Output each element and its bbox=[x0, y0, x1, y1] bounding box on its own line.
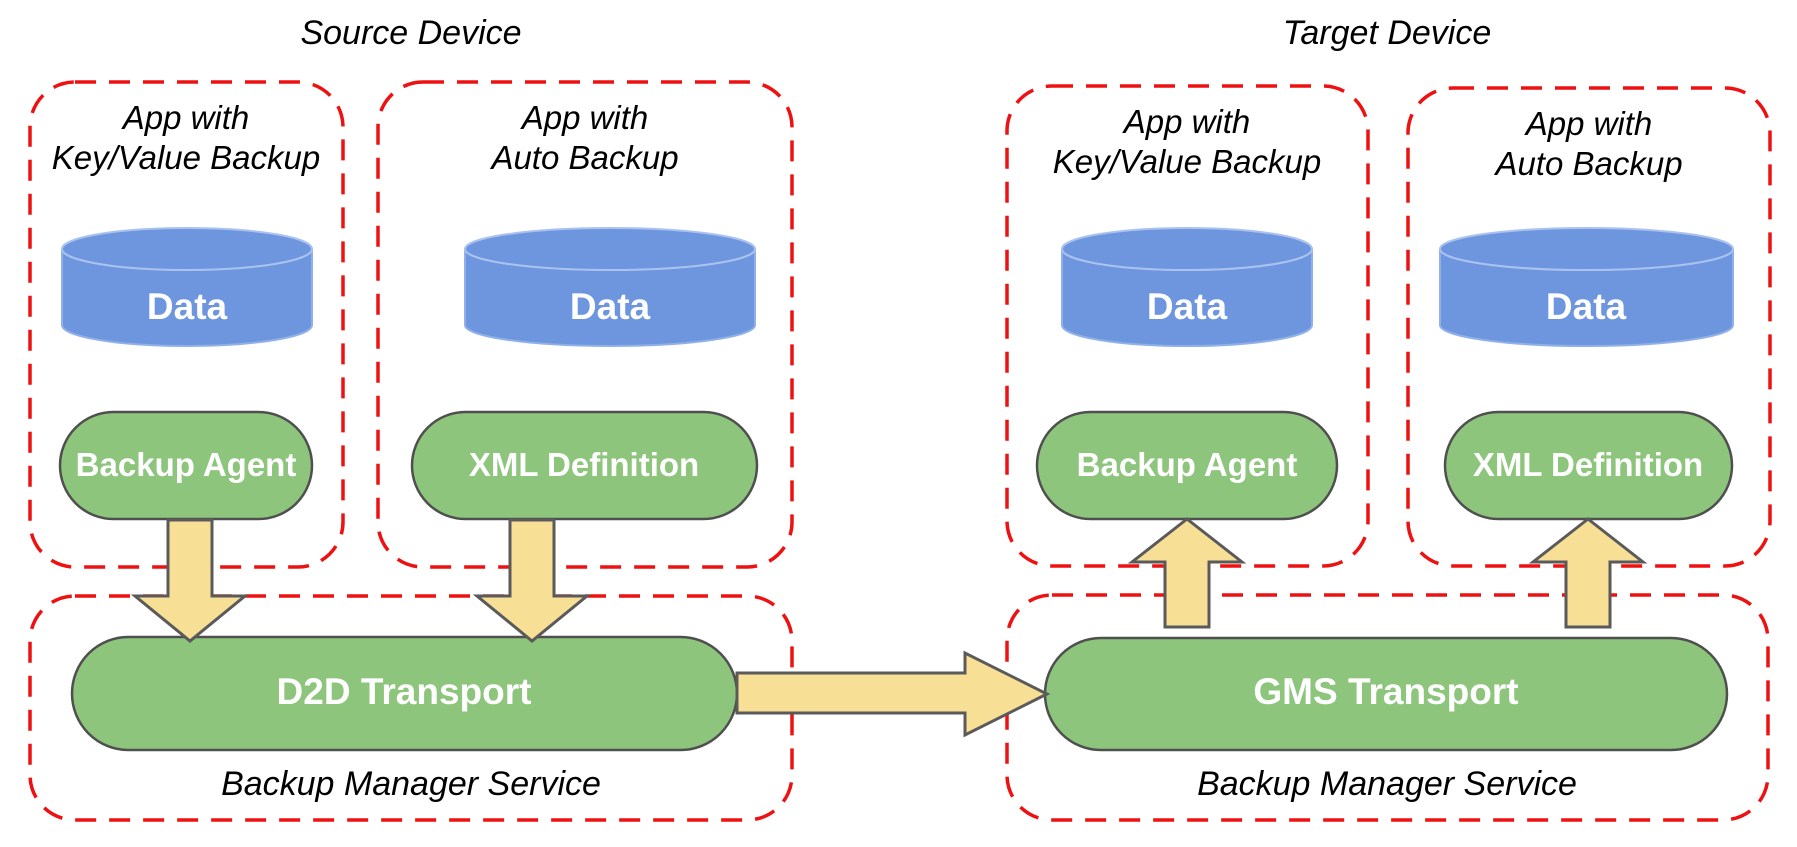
backup-agent-pill-label: Backup Agent bbox=[1076, 446, 1298, 483]
backup-manager-service-label: Backup Manager Service bbox=[1197, 765, 1577, 803]
app-title-line2: Auto Backup bbox=[491, 139, 679, 176]
up-arrow-gms-to-backup-agent bbox=[1127, 517, 1247, 629]
backup-agent-pill-label: Backup Agent bbox=[75, 446, 297, 483]
data-cylinder-source-auto bbox=[464, 227, 756, 347]
backup-manager-service-label: Backup Manager Service bbox=[221, 765, 601, 803]
app-title-line1: App with bbox=[1525, 105, 1653, 142]
app-title-line2: Auto Backup bbox=[1495, 145, 1683, 182]
data-cylinder-target-auto bbox=[1439, 227, 1734, 347]
up-arrow-gms-to-xml-definition bbox=[1528, 517, 1648, 629]
xml-definition-pill-label: XML Definition bbox=[1472, 446, 1704, 483]
app-title-line1: App with bbox=[1123, 103, 1251, 140]
app-title-line1: App with bbox=[122, 99, 250, 136]
gms-transport-label: GMS Transport bbox=[1253, 671, 1519, 712]
target-device-title: Target Device bbox=[1282, 14, 1492, 52]
d2d-transport-label: D2D Transport bbox=[276, 671, 532, 712]
data-cylinder-label: Data bbox=[569, 286, 651, 327]
data-cylinder-label: Data bbox=[1146, 286, 1228, 327]
app-box-source-auto bbox=[376, 80, 794, 569]
data-cylinder-source-keyvalue bbox=[61, 227, 313, 347]
xml-definition-pill-source bbox=[410, 410, 759, 521]
app-title-line2: Key/Value Backup bbox=[51, 139, 321, 176]
source-device-title: Source Device bbox=[300, 14, 522, 52]
data-cylinder-label: Data bbox=[146, 286, 228, 327]
down-arrow-xml-definition-to-d2d bbox=[472, 518, 592, 643]
data-cylinder-target-keyvalue bbox=[1061, 227, 1313, 347]
data-cylinder-label: Data bbox=[1545, 286, 1627, 327]
down-arrow-backup-agent-to-d2d bbox=[130, 518, 250, 643]
app-title-line2: Key/Value Backup bbox=[1052, 143, 1322, 180]
xml-definition-pill-label: XML Definition bbox=[468, 446, 700, 483]
app-title-line1: App with bbox=[521, 99, 649, 136]
right-arrow-d2d-to-gms bbox=[735, 650, 1051, 738]
